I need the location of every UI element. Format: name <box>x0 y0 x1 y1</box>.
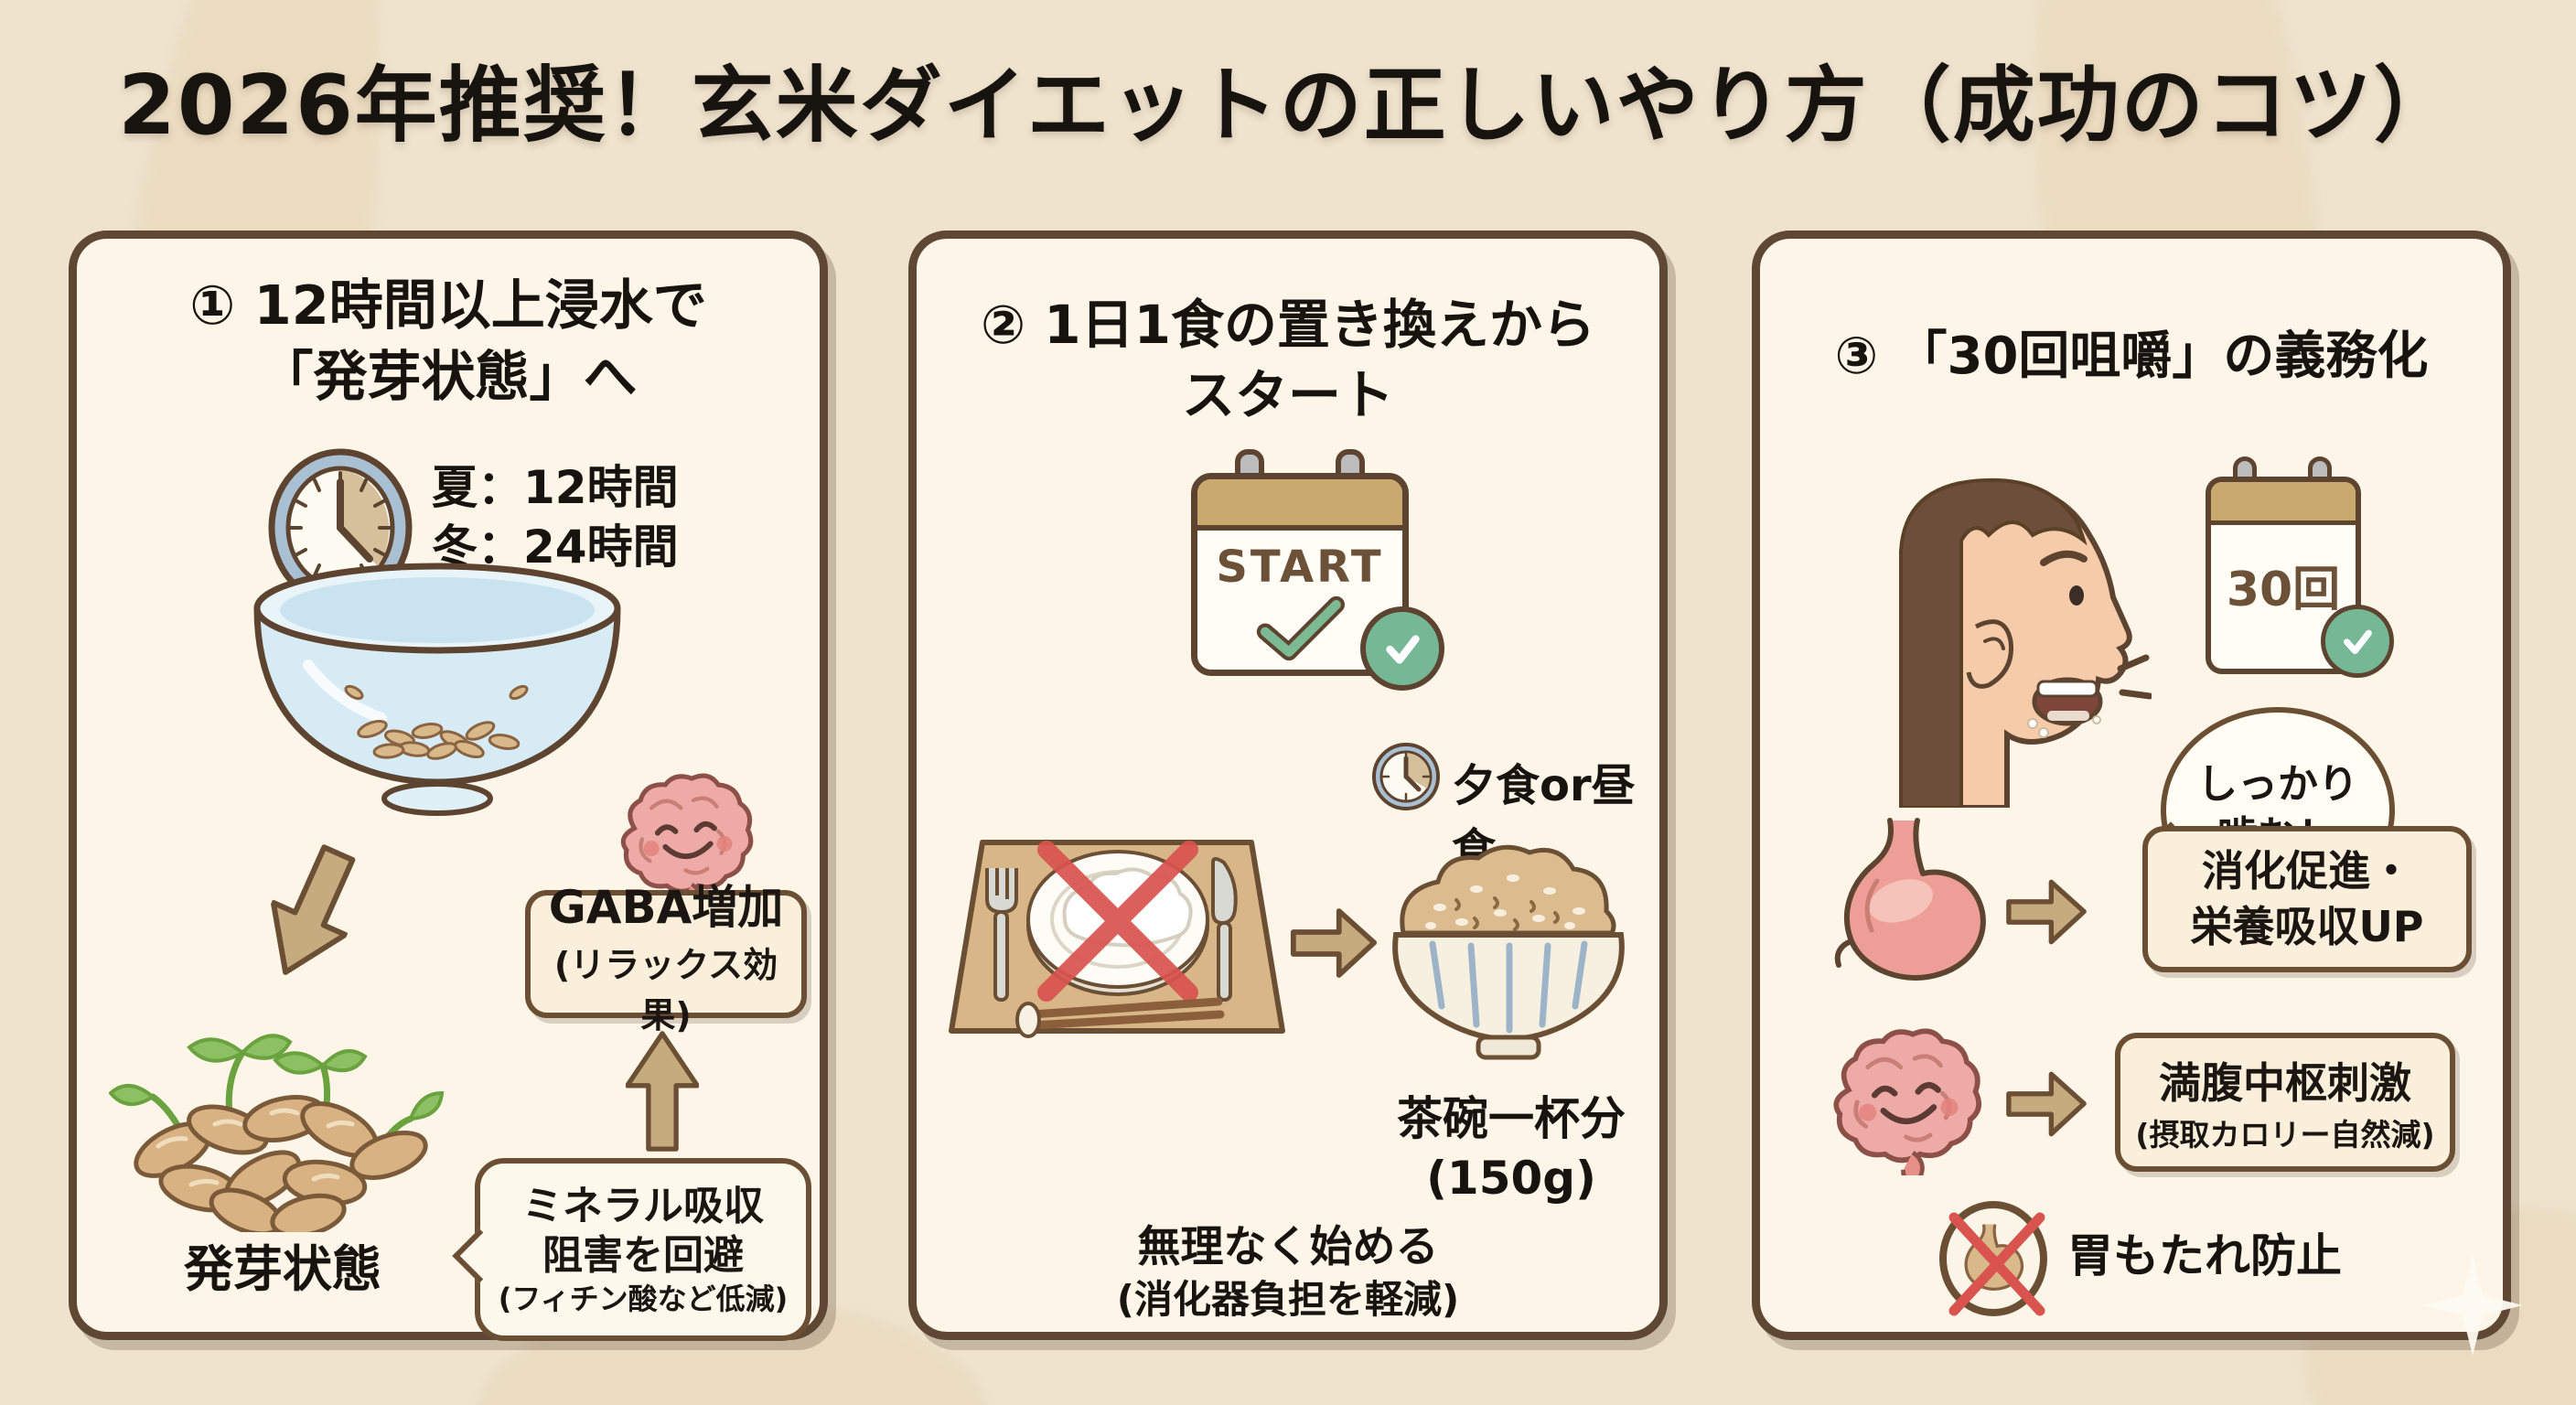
stomach-icon <box>1834 818 1986 981</box>
calendar-start-label: START <box>1216 542 1384 593</box>
check-badge-icon <box>1360 606 1444 691</box>
mineral-line3: (フィチン酸など低減) <box>498 1281 789 1316</box>
check-badge-icon <box>2321 605 2394 678</box>
effect2-line1: 満腹中枢刺激 <box>2159 1058 2411 1108</box>
panel2-heading: ② 1日1食の置き換えから スタート <box>917 290 1659 431</box>
soak-times: 夏：12時間 冬：24時間 <box>432 458 679 577</box>
panel2-footer-line1: 無理なく始める <box>1137 1222 1439 1272</box>
right-arrow-icon <box>1290 908 1378 978</box>
no-heavy-stomach-icon <box>1939 1201 2047 1316</box>
panel1-heading: ① 12時間以上浸水で 「発芽状態」へ <box>77 270 820 413</box>
up-arrow-icon <box>626 1031 699 1152</box>
calendar-icon: 30回 <box>2206 456 2394 678</box>
panel2-heading-line1: ② 1日1食の置き換えから <box>980 294 1595 356</box>
serving-line2: (150g) <box>1426 1152 1596 1205</box>
panel3-footer-label: 胃もたれ防止 <box>2067 1229 2342 1282</box>
calendar-icon: START <box>1191 449 1444 691</box>
serving-line1: 茶碗一杯分 <box>1397 1092 1626 1145</box>
calendar-count-label: 30回 <box>2226 563 2341 617</box>
gaba-box: GABA増加 (リラックス効果) <box>525 881 807 1035</box>
calendar-band <box>1197 479 1402 531</box>
soaking-bowl-icon <box>253 563 621 816</box>
digestion-box: 消化促進・ 栄養吸収UP <box>2142 826 2472 972</box>
right-arrow-icon <box>2006 1071 2087 1137</box>
mineral-line1: ミネラル吸収 <box>522 1183 764 1230</box>
panel-soaking: ① 12時間以上浸水で 「発芽状態」へ 夏：12時間 冬：24時間 <box>69 231 828 1341</box>
check-icon <box>1256 595 1346 661</box>
panel-chewing: ③ 「30回咀嚼」の義務化 30回 <box>1752 231 2511 1340</box>
panel2-heading-line2: スタート <box>1181 364 1394 427</box>
right-arrow-icon <box>2006 879 2087 945</box>
chewing-face-icon <box>1899 477 2152 808</box>
effect1-line2: 栄養吸収UP <box>2190 902 2424 951</box>
chew-line1: しっかり <box>2197 760 2358 808</box>
gaba-line2: (リラックス効果) <box>553 945 778 1035</box>
panel1-heading-line1: ① 12時間以上浸水で <box>189 273 707 337</box>
meal-tray-icon <box>949 840 1285 1038</box>
clock-icon <box>268 448 413 607</box>
panel3-heading: ③ 「30回咀嚼」の義務化 <box>1834 327 2429 386</box>
down-arrow-icon <box>270 844 356 975</box>
brain-icon <box>1833 1028 1981 1175</box>
gaba-line1: GABA増加 <box>548 881 784 934</box>
mineral-line2: 阻害を回避 <box>542 1232 744 1279</box>
serving-label: 茶碗一杯分 (150g) <box>1356 1089 1667 1208</box>
soak-time-summer: 夏：12時間 <box>432 461 679 514</box>
brown-rice-bowl-icon <box>1392 844 1625 1060</box>
effect2-line2: (摂取カロリー自然減) <box>2135 1117 2435 1153</box>
sprouted-rice-icon <box>109 1034 445 1232</box>
effect1-line1: 消化促進・ <box>2202 846 2412 896</box>
panel1-heading-line2: 「発芽状態」へ <box>259 345 638 409</box>
panel2-footer-line2: (消化器負担を軽減) <box>1116 1277 1460 1323</box>
sprout-state-label: 発芽状態 <box>184 1240 381 1298</box>
page-title: 2026年推奨！玄米ダイエットの正しいやり方（成功のコツ） <box>118 58 2458 154</box>
bubble-tail <box>452 1228 507 1283</box>
satiety-box: 満腹中枢刺激 (摂取カロリー自然減) <box>2115 1033 2455 1172</box>
calendar-band <box>2211 482 2356 525</box>
panel-replacement: ② 1日1食の置き換えから スタート START <box>908 231 1668 1340</box>
small-clock-icon <box>1372 743 1440 810</box>
panel2-footer: 無理なく始める (消化器負担を軽減) <box>917 1219 1659 1325</box>
mineral-bubble: ミネラル吸収 阻害を回避 (フィチン酸など低減) <box>452 1158 811 1341</box>
